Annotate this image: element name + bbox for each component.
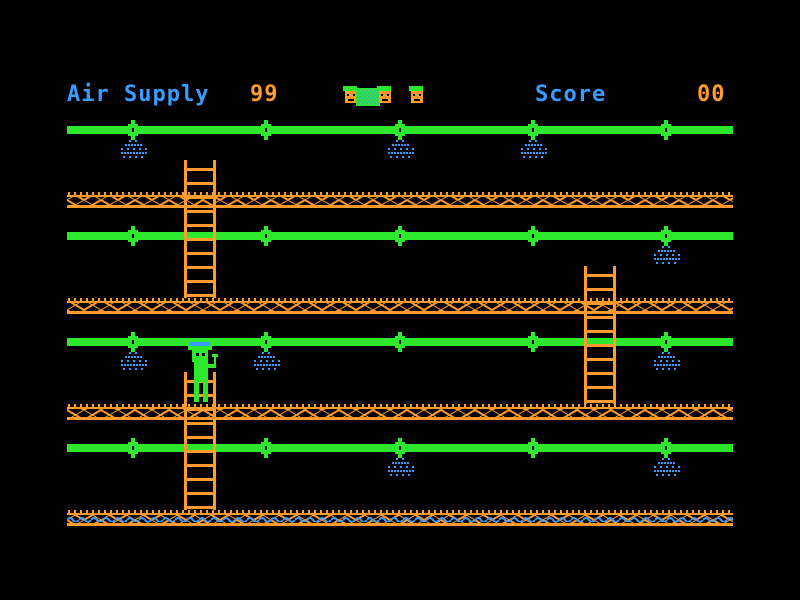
- valve-icon: [261, 120, 271, 140]
- water-strip: [67, 516, 733, 522]
- ladders: [184, 160, 616, 510]
- water-leak-icon: [654, 246, 680, 264]
- valve-icon: [395, 332, 405, 352]
- valve-icon: [661, 438, 671, 458]
- girder: [67, 192, 733, 208]
- valve-icon: [128, 438, 138, 458]
- water-leak-icon: [388, 140, 414, 158]
- valve-icon: [661, 226, 671, 246]
- valve-icon: [128, 226, 138, 246]
- pipe: [67, 120, 733, 140]
- valve-icon: [261, 226, 271, 246]
- water-leak-icon: [654, 458, 680, 476]
- miner-head-icon: [343, 86, 357, 103]
- ladder: [184, 372, 216, 510]
- water-leak-icon: [521, 140, 547, 158]
- miner-head-icon: [377, 86, 391, 103]
- ladder: [584, 266, 616, 404]
- pipes: [67, 120, 733, 458]
- valve-icon: [528, 438, 538, 458]
- water-leak-icon: [121, 140, 147, 158]
- hud-crate-icon: [356, 88, 380, 106]
- valve-icon: [128, 120, 138, 140]
- score-label: Score: [535, 82, 607, 107]
- valve-icon: [528, 226, 538, 246]
- valve-icon: [395, 438, 405, 458]
- player-miner: [188, 342, 218, 402]
- pipe: [67, 332, 733, 352]
- lives-indicator: [343, 86, 423, 106]
- miner-head-icon: [409, 86, 423, 103]
- ladder: [184, 160, 216, 298]
- valve-icon: [395, 226, 405, 246]
- pipe: [67, 438, 733, 458]
- score-value: 00: [697, 82, 726, 107]
- valve-icon: [261, 332, 271, 352]
- valve-icon: [261, 438, 271, 458]
- girder: [67, 404, 733, 420]
- leaks: [121, 140, 680, 476]
- air-supply-label: Air Supply: [67, 82, 210, 107]
- girder: [67, 298, 733, 314]
- valve-icon: [528, 120, 538, 140]
- air-supply-value: 99: [250, 82, 279, 107]
- water-leak-icon: [388, 458, 414, 476]
- valve-icon: [395, 120, 405, 140]
- water-leak-icon: [654, 352, 680, 370]
- valve-icon: [128, 332, 138, 352]
- valve-icon: [528, 332, 538, 352]
- water-leak-icon: [254, 352, 280, 370]
- pipe: [67, 226, 733, 246]
- water-leak-icon: [121, 352, 147, 370]
- valve-icon: [661, 120, 671, 140]
- valve-icon: [661, 332, 671, 352]
